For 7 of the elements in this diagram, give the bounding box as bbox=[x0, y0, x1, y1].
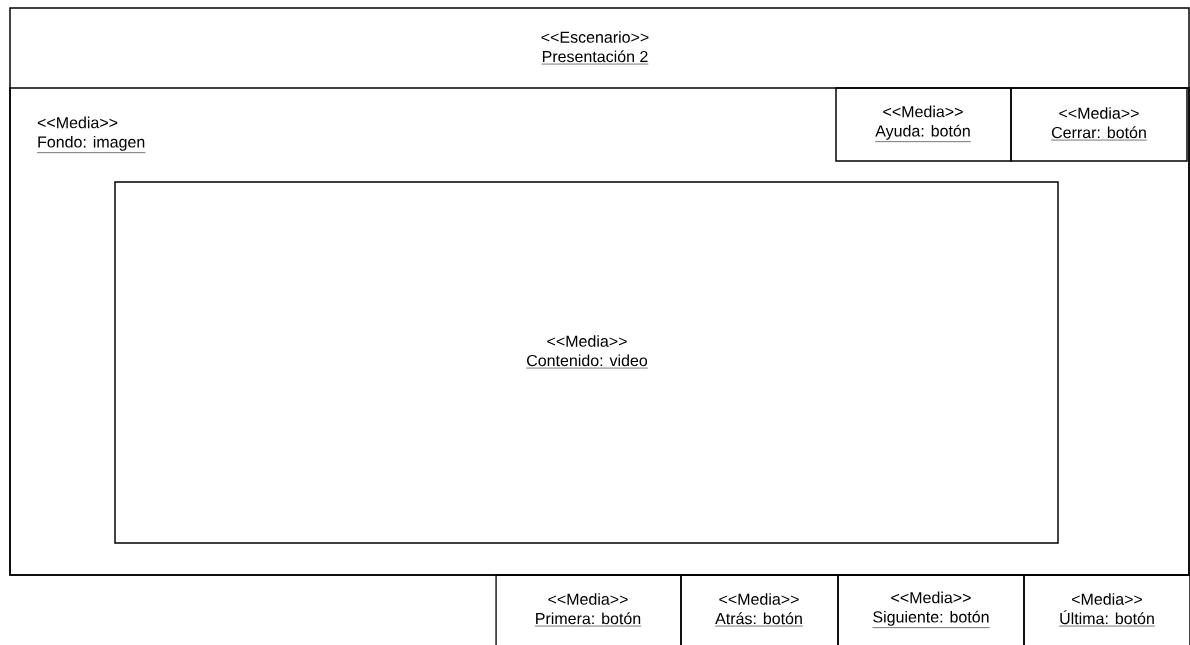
media-box: <<Media>> Ayuda: botón bbox=[835, 87, 1012, 162]
media-box: <<Media>> Contenido: video bbox=[114, 181, 1059, 544]
media-box: <<Media>> Siguiente: botón bbox=[837, 574, 1025, 645]
media-box: <<Media>> Cerrar: botón bbox=[1010, 87, 1188, 162]
media-box: <Media>> Última: botón bbox=[1023, 574, 1190, 645]
media-box: <<Media>> Atrás: botón bbox=[680, 574, 839, 645]
media-box: <<Media>> Primera: botón bbox=[495, 574, 682, 645]
